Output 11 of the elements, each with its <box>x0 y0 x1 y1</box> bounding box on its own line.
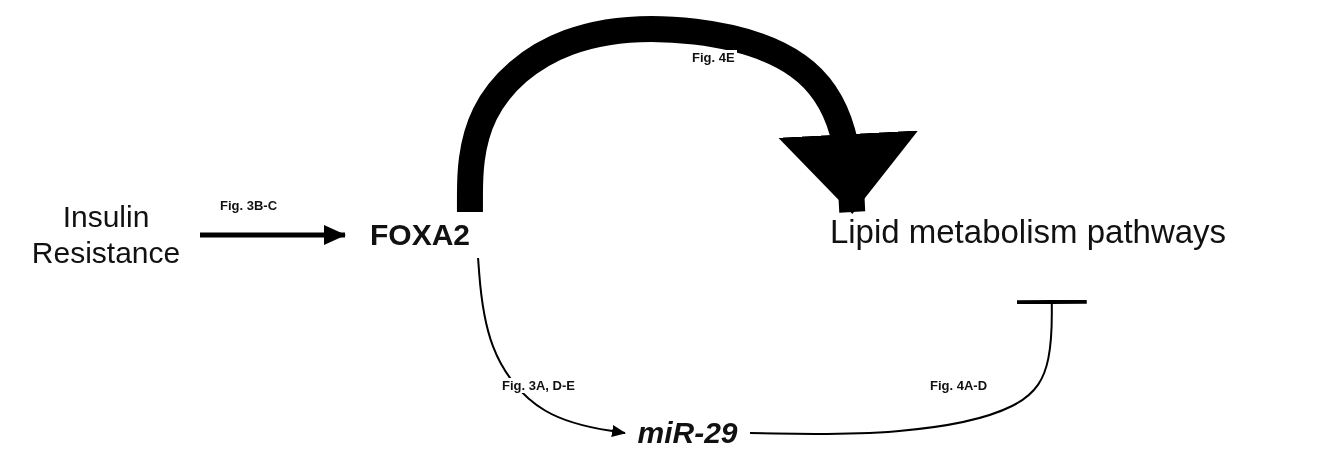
thick-arrow <box>200 225 346 245</box>
arrow <box>477 257 626 437</box>
node-label: miR-29 <box>637 415 738 451</box>
edge-label: Fig. 3A, D-E <box>500 378 577 393</box>
node-label: Insulin Resistance <box>30 199 182 271</box>
edge-label: Fig. 3B-C <box>218 198 280 213</box>
edge-label: Fig. 4E <box>690 50 737 65</box>
node-label: Lipid metabolism pathways <box>829 212 1227 252</box>
edge-label: Fig. 4A-D <box>928 378 990 393</box>
node-label: FOXA2 <box>370 217 470 253</box>
thick-arrow <box>456 16 919 214</box>
